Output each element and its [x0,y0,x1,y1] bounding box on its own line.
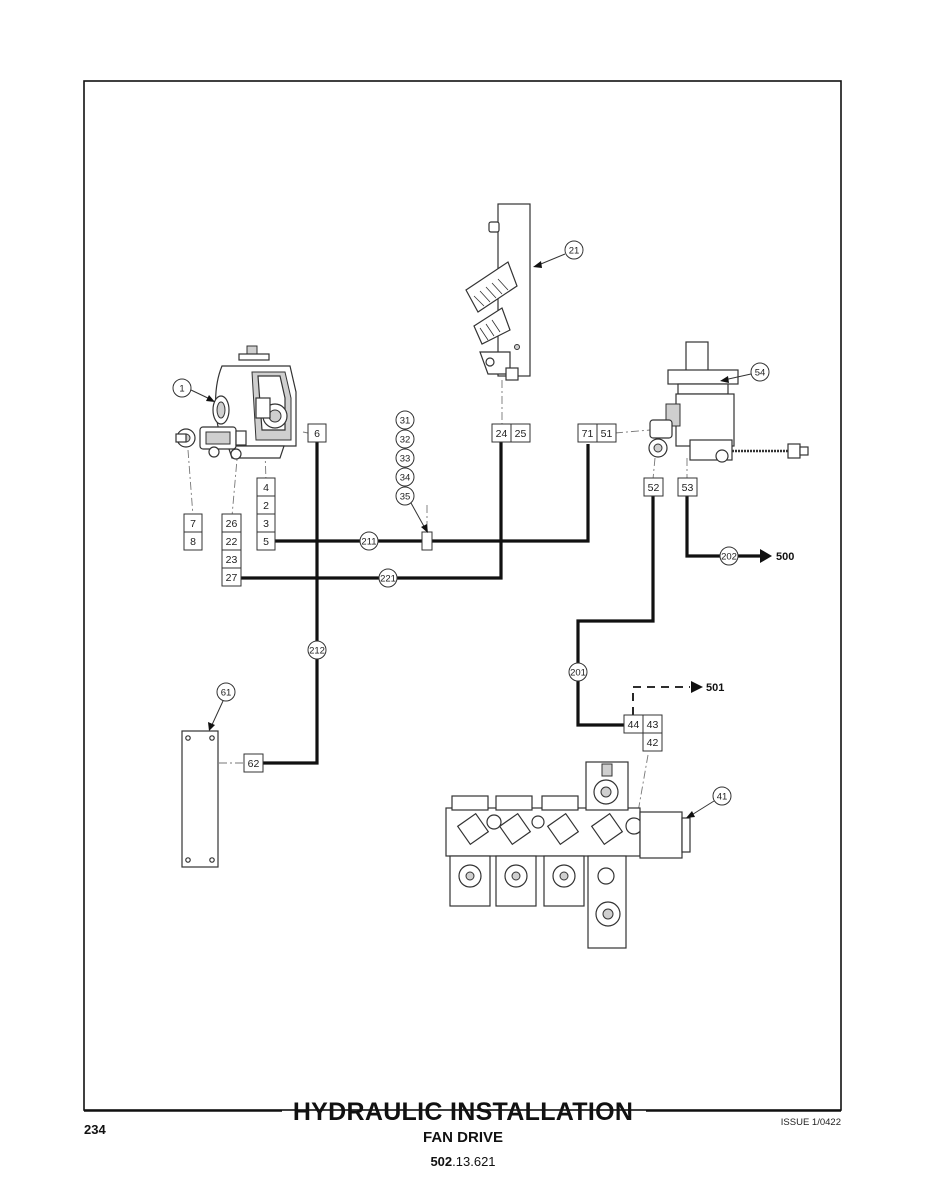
callout-35: 35 [400,492,411,503]
callout-21: 21 [569,246,580,257]
label-boxes: 6 4 2 3 5 7 8 26 22 23 27 24 25 71 51 52… [183,423,698,773]
label-5: 5 [263,536,269,548]
label-71: 71 [582,428,594,440]
title-block: HYDRAULIC INSTALLATION FAN DRIVE 502.13.… [84,1098,841,1169]
callout-221: 221 [380,574,396,585]
label-4: 4 [263,482,269,494]
page-title: HYDRAULIC INSTALLATION [293,1098,633,1126]
reference-500: 500 [776,551,794,563]
callout-33: 33 [400,454,411,465]
callout-32: 32 [400,435,411,446]
page-number: 234 [84,1122,106,1137]
callout-1: 1 [179,384,184,395]
issue-label: ISSUE 1/0422 [781,1117,841,1128]
arrow-501 [691,681,703,693]
pump-assembly [175,345,297,460]
callout-212: 212 [309,646,325,657]
hose-202 [685,496,760,558]
reference-501: 501 [706,682,724,694]
callout-1-circle [172,378,192,398]
label-62: 62 [248,758,260,770]
callout-41: 41 [717,792,728,803]
label-24: 24 [496,428,508,440]
callout-54: 54 [755,368,766,379]
label-53: 53 [682,482,694,494]
page-frame [83,80,842,1111]
hose-211 [274,444,590,543]
callout-31: 31 [400,416,411,427]
hose-221 [241,442,503,580]
label-3: 3 [263,518,269,530]
callout-34: 34 [400,473,411,484]
label-2: 2 [263,500,269,512]
page-subtitle: FAN DRIVE [423,1129,503,1146]
label-42: 42 [647,737,659,749]
label-27: 27 [226,572,238,584]
label-52: 52 [648,482,660,494]
hose-212 [263,442,319,765]
arrow-500 [760,549,772,563]
hose-201 [576,496,655,727]
label-44: 44 [628,719,640,731]
label-23: 23 [226,554,238,566]
hose-lines [241,442,772,765]
callout-201: 201 [570,668,586,679]
label-22: 22 [226,536,238,548]
label-26: 26 [226,518,238,530]
label-51: 51 [601,428,613,440]
document-code-rest: .13.621 [452,1154,495,1169]
plate-61 [181,730,219,868]
label-7: 7 [190,518,196,530]
label-8: 8 [190,536,196,548]
callout-bubbles: 1 21 54 61 41 31 32 33 34 35 211 22 [172,240,770,818]
label-43: 43 [647,719,659,731]
callout-61: 61 [221,688,232,699]
document-code: 502.13.621 [430,1154,495,1169]
callout-202: 202 [721,552,737,563]
callout-211: 211 [361,537,376,548]
label-6: 6 [314,428,320,440]
motor-assembly-54 [648,341,809,463]
document-code-bold: 502 [430,1154,452,1169]
fitting-35 [421,531,433,551]
label-25: 25 [515,428,527,440]
dashed-line-501 [632,686,690,715]
bracket-assembly-21 [465,203,531,381]
valve-block-41 [445,761,691,949]
